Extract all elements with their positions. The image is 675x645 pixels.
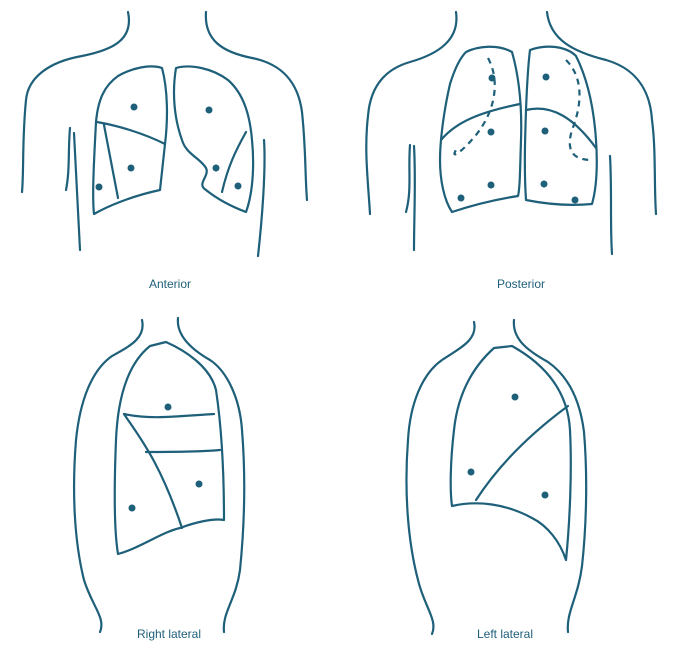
anterior-label: Anterior <box>149 277 191 291</box>
left-lateral-view: Left lateral <box>406 320 586 641</box>
posterior-left-lung <box>525 47 597 205</box>
left-lateral-torso-outline <box>406 320 586 634</box>
right-lateral-label: Right lateral <box>137 627 201 641</box>
posterior-auscultation-points <box>458 74 579 204</box>
right-lateral-lung <box>115 342 224 554</box>
posterior-view: Posterior <box>366 12 656 291</box>
left-lateral-label: Left lateral <box>477 627 533 641</box>
left-lateral-lung <box>451 346 571 560</box>
right-lateral-torso-outline <box>74 318 244 632</box>
anterior-left-lung <box>174 67 253 213</box>
left-lateral-auscultation-points <box>468 394 549 499</box>
posterior-torso-outline <box>366 12 656 254</box>
posterior-label: Posterior <box>497 277 545 291</box>
right-lateral-view: Right lateral <box>74 318 244 641</box>
posterior-right-lung <box>440 47 521 212</box>
anterior-torso-outline <box>22 12 307 256</box>
anterior-right-lung <box>93 66 167 214</box>
anterior-view: Anterior <box>22 12 307 291</box>
anterior-auscultation-points <box>96 104 242 191</box>
right-lateral-auscultation-points <box>129 404 203 512</box>
